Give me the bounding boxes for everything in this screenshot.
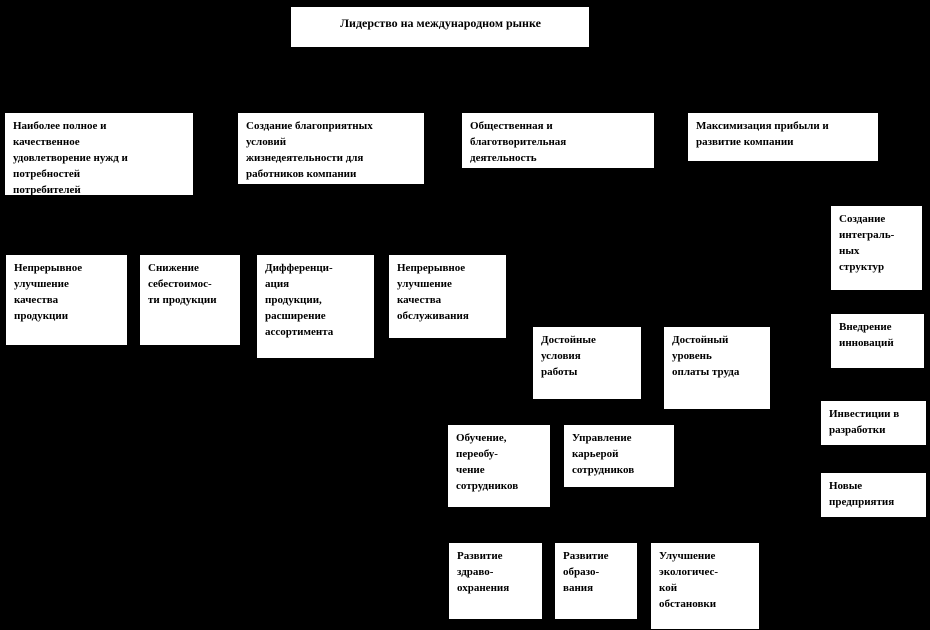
node-cost-reduction[interactable]: Снижение себестоимос- ти продукции [139,254,241,346]
node-investment-in-development[interactable]: Инвестиции в разработки [820,400,927,446]
node-integral-structures[interactable]: Создание интеграль- ных структур [830,205,923,291]
node-employee-living-conditions[interactable]: Создание благоприятных условий жизнедеят… [237,112,425,185]
node-decent-pay-level[interactable]: Достойный уровень оплаты труда [663,326,771,410]
node-training-retraining[interactable]: Обучение, переобу- чение сотрудников [447,424,551,508]
node-product-differentiation[interactable]: Дифференци- ация продукции, расширение а… [256,254,375,359]
node-decent-work-conditions[interactable]: Достойные условия работы [532,326,642,400]
node-customer-satisfaction[interactable]: Наиболее полное и качественное удовлетво… [4,112,194,196]
node-education-development[interactable]: Развитие образо- вания [554,542,638,620]
node-innovation-implementation[interactable]: Внедрение инноваций [830,313,925,369]
node-ecology-improvement[interactable]: Улучшение экологичес- кой обстановки [650,542,760,630]
node-profit-maximization[interactable]: Максимизация прибыли и развитие компании [687,112,879,162]
node-career-management[interactable]: Управление карьерой сотрудников [563,424,675,488]
node-healthcare-development[interactable]: Развитие здраво- охранения [448,542,543,620]
node-continuous-product-quality[interactable]: Непрерывное улучшение качества продукции [5,254,128,346]
node-new-enterprises[interactable]: Новые предприятия [820,472,927,518]
node-social-charity-activity[interactable]: Общественная и благотворительная деятель… [461,112,655,169]
node-root-market-leadership[interactable]: Лидерство на международном рынке [290,6,590,48]
node-service-quality[interactable]: Непрерывное улучшение качества обслужива… [388,254,507,339]
